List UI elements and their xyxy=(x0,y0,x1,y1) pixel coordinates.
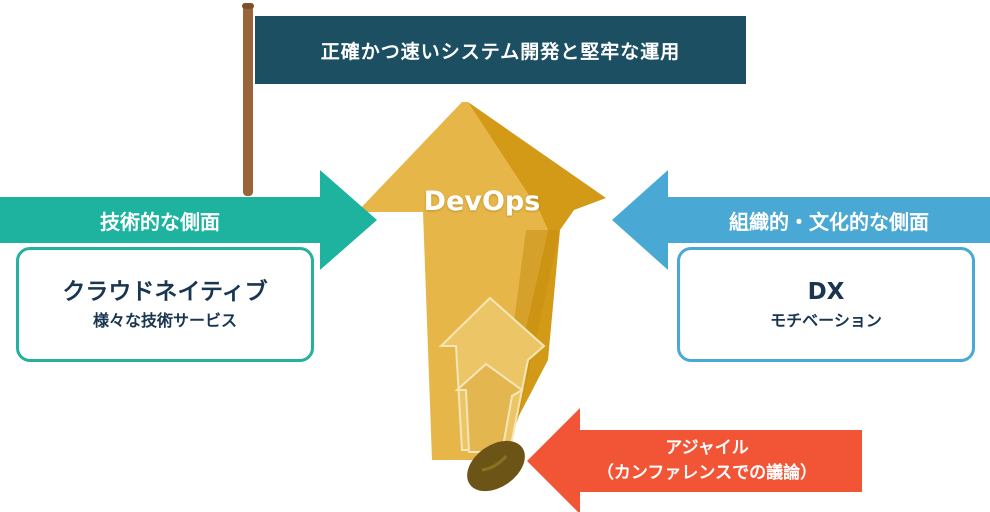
dx-subtitle: モチベーション xyxy=(770,310,882,330)
cloud-native-subtitle: 様々な技術サービス xyxy=(92,310,237,330)
seed-icon xyxy=(467,440,525,492)
dx-title: DX xyxy=(807,278,845,305)
devops-label: DevOps xyxy=(423,185,541,217)
organizational-aspect-label: 組織的・文化的な側面 xyxy=(729,209,929,234)
technical-aspect-label: 技術的な側面 xyxy=(100,209,220,234)
right-arrow-shape xyxy=(612,170,990,270)
flag-pole-cap xyxy=(242,3,254,9)
flag-pole-icon xyxy=(243,6,253,196)
cloud-native-title: クラウドネイティブ xyxy=(62,278,268,305)
cloud-native-card: クラウドネイティブ 様々な技術サービス xyxy=(16,247,314,362)
dx-card: DX モチベーション xyxy=(677,247,975,362)
agile-label-line2: （カンファレンスでの議論） xyxy=(596,463,818,483)
banner-shape xyxy=(255,16,746,84)
bottom-arrow-shape xyxy=(527,408,862,512)
banner-title: 正確かつ速いシステム開発と堅牢な運用 xyxy=(320,40,681,63)
left-arrow-shape xyxy=(0,170,377,270)
agile-label: アジャイル （カンファレンスでの議論） xyxy=(548,430,866,492)
agile-label-line1: アジャイル xyxy=(665,438,749,458)
